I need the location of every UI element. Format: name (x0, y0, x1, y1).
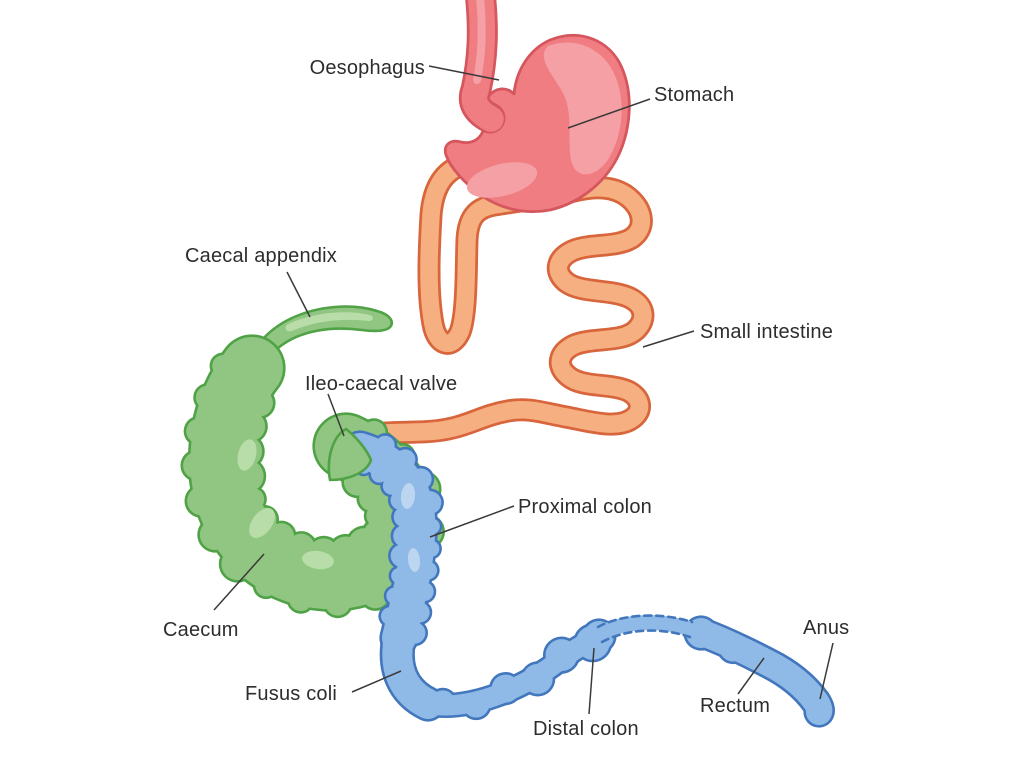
colon-haustra-bump (380, 607, 399, 626)
label-distal-colon: Distal colon (533, 647, 639, 740)
colon-haustra-bump (545, 639, 578, 672)
label-oesophagus: Oesophagus (310, 57, 500, 81)
colon-haustra-bump (375, 435, 395, 455)
colon-haustra-bump (491, 674, 520, 703)
oesophagus (458, 0, 506, 134)
oesophagus-leader-line (428, 65, 500, 81)
colon-haustra-bump (382, 477, 401, 495)
colon-haustra-bump (418, 491, 442, 514)
ileo-caecal-valve-label: Ileo-caecal valve (305, 373, 457, 395)
colon-segment-body (343, 433, 436, 655)
dashed-segment-body (592, 615, 698, 642)
small-intestine (336, 153, 655, 451)
colon-haustra-bump (386, 587, 403, 605)
colon-haustra-bump (463, 691, 490, 718)
caecum-haustra-bump (242, 488, 265, 510)
caecum-haustra-bump (186, 418, 212, 444)
colon-haustra-bump (410, 468, 432, 490)
caecum-haustra-bump (231, 459, 264, 493)
colon-gloss (407, 548, 421, 572)
colon-haustra-bump (370, 466, 388, 483)
colon-haustra-bump (395, 449, 416, 470)
caecum-haustra-bump (199, 519, 231, 551)
colon-haustra-bump (393, 525, 415, 547)
small-intestine-label: Small intestine (700, 321, 833, 343)
caecum-highlights (237, 439, 334, 570)
ileo-caecal-valve-leader-line (327, 393, 345, 437)
caecal-appendix-leader-line (286, 271, 311, 318)
label-fusus-coli: Fusus coli (245, 670, 402, 705)
caecum-gloss (249, 508, 275, 538)
stomach-leader-line (567, 98, 651, 129)
caecum-haustra-bump (195, 385, 220, 410)
label-rectum: Rectum (700, 657, 770, 717)
stomach-highlight (543, 42, 622, 175)
colon-haustra-bump (522, 663, 553, 694)
label-stomach: Stomach (567, 84, 734, 129)
label-caecum: Caecum (163, 553, 265, 641)
label-anus: Anus (803, 617, 849, 700)
caecum-haustra-bump (221, 547, 254, 581)
colon-haustra-bump (409, 602, 430, 623)
caecum-haustra-bump (255, 574, 277, 597)
dashed-segment-bottom-edge (600, 629, 692, 644)
small-intestine-leader-line (642, 330, 695, 348)
small-intestine-body (339, 156, 652, 448)
caecum-gloss (302, 550, 334, 570)
caecal-appendix-highlight (285, 312, 373, 332)
colon-highlights (400, 483, 421, 572)
caecum-haustra-bump (212, 355, 234, 377)
distal-colon-dashed-segment (592, 614, 698, 644)
caecum-haustra-bump (361, 581, 389, 609)
colon-fill-layer (343, 433, 833, 725)
caecum-leader-line (213, 553, 265, 611)
colon-haustra-bump (393, 506, 415, 528)
caecum-label: Caecum (163, 619, 239, 641)
colon-gloss (400, 483, 416, 509)
colon-haustra-bump (419, 561, 438, 580)
caecum-haustra-bump (187, 486, 216, 516)
oesophagus-label: Oesophagus (310, 57, 425, 79)
fusus-coli-label: Fusus coli (245, 683, 337, 705)
caecal-appendix-label: Caecal appendix (185, 245, 337, 267)
caecum-haustra-bump (268, 523, 294, 549)
caecum-gloss (237, 439, 257, 471)
anus-label: Anus (803, 617, 849, 639)
stomach-highlight-lower (466, 162, 538, 198)
caecum-haustra-bump (245, 389, 273, 417)
distal-colon-leader-line (588, 647, 595, 715)
colon-haustra-bump (390, 544, 414, 568)
stomach (443, 34, 631, 214)
caecum-haustra-bump (236, 411, 266, 441)
label-caecal-appendix: Caecal appendix (185, 245, 337, 318)
anus-leader-line (819, 642, 834, 700)
caecum-haustra-bump (289, 587, 313, 612)
caecum-haustra-bump (325, 590, 351, 616)
fusus-coli-leader-line (351, 670, 402, 693)
colon-haustra-bump (403, 622, 426, 644)
colon-haustra-bump (719, 634, 747, 662)
label-ileo-caecal-valve: Ileo-caecal valve (305, 373, 457, 437)
label-small-intestine: Small intestine (642, 321, 833, 348)
rectum-leader-line (737, 657, 765, 695)
colon-haustra-bump (424, 518, 440, 534)
stomach-label: Stomach (654, 84, 734, 106)
label-proximal-colon: Proximal colon (429, 496, 652, 538)
proximal-colon-label: Proximal colon (518, 496, 652, 518)
colon-haustra-bump (430, 690, 455, 715)
dashed-segment-top-edge (596, 614, 694, 629)
proximal-colon-leader-line (429, 505, 515, 538)
distal-colon-label: Distal colon (533, 718, 639, 740)
ileo-caecal-valve-wedge (327, 427, 373, 482)
labels: Oesophagus Stomach Caecal appendix Small… (163, 57, 849, 740)
colon-haustra-bump (422, 540, 440, 557)
rectum-label: Rectum (700, 695, 770, 717)
colon-haustra-bump (414, 582, 434, 602)
caecum-haustra-bump (183, 452, 211, 480)
oesophagus-highlight (473, 0, 486, 84)
colon-haustra-bump (391, 568, 407, 584)
